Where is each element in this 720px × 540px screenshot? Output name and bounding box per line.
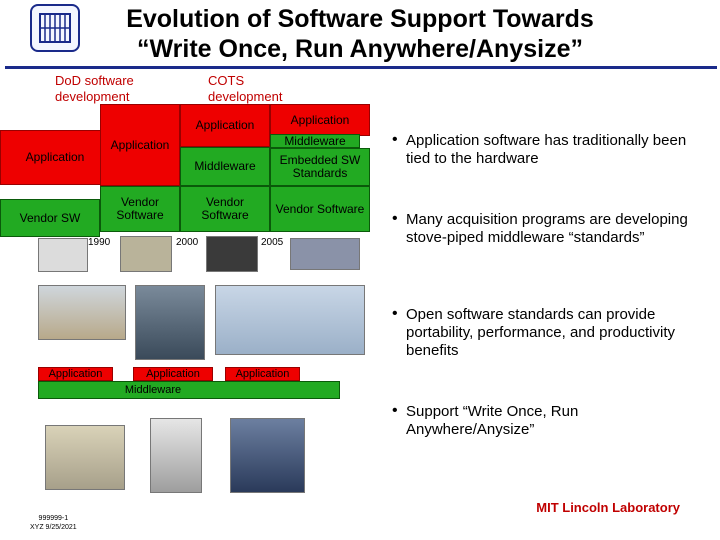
bullet-dot-icon: • [392,305,398,322]
slide-title-line2: “Write Once, Run Anywhere/Anysize” [137,35,583,63]
bottom-application-2: Application [133,367,213,381]
bottom-application-1: Application [38,367,113,381]
hardware-server-2000-image [206,236,258,272]
bottom-middleware-bar: Middleware [38,381,340,399]
dod-heading: DoD software development [55,73,134,104]
server-cabinet-image [150,418,202,493]
hardware-board-2000-image [120,236,172,272]
hardware-cluster-2005-image [290,238,360,270]
col4-middleware: Middleware [270,134,360,148]
slide-code: XYZ 9/25/2021 [30,524,77,531]
bullet-text-1: Application software has traditionally b… [406,132,687,167]
col4-application: Application [270,104,370,136]
bullet-text-3: Open software standards can provide port… [406,306,676,359]
hardware-rack-1990-image [38,238,88,272]
bullet-dot-icon: • [392,210,398,227]
year-label-1990: 1990 [88,237,111,248]
bottom-middleware-label: Middleware [124,383,182,396]
bullet-item-4: • Support “Write Once, Run Anywhere/Anys… [392,402,702,439]
slide-footer-ids: 999999-1 XYZ 9/25/2021 [30,514,77,532]
col1-vendor-sw: Vendor SW [0,199,100,237]
bottom-application-3: Application [225,367,300,381]
workstation-image [45,425,125,490]
col3-application: Application [180,104,270,147]
bullet-item-1: • Application software has traditionally… [392,131,702,168]
uav-platform-image [215,285,365,355]
embedded-chassis-image [230,418,305,493]
col1-application: Application [0,130,110,185]
bullet-text-4: Support “Write Once, Run Anywhere/Anysiz… [406,403,579,438]
mit-ll-logo-icon [30,4,80,52]
bullet-dot-icon: • [392,402,398,419]
radar-platform-image [38,285,126,340]
slide-title-line1: Evolution of Software Support Towards [126,5,594,33]
cots-heading: COTS development [208,73,283,104]
ship-platform-image [135,285,205,360]
col4-embedded-sw-standards: Embedded SW Standards [270,148,370,186]
col2-application: Application [100,104,180,186]
col3-middleware: Middleware [180,147,270,186]
slide-id: 999999-1 [38,515,69,522]
bullet-item-3: • Open software standards can provide po… [392,305,702,360]
year-label-2005: 2005 [261,237,284,248]
col2-vendor-software: Vendor Software [100,186,180,232]
bullet-dot-icon: • [392,131,398,148]
title-divider [5,66,717,69]
col3-vendor-software: Vendor Software [180,186,270,232]
lab-name: MIT Lincoln Laboratory [536,500,680,515]
bullet-item-2: • Many acquisition programs are developi… [392,210,702,247]
bullet-text-2: Many acquisition programs are developing… [406,211,688,246]
year-label-2000: 2000 [176,237,199,248]
col4-vendor-software: Vendor Software [270,186,370,232]
